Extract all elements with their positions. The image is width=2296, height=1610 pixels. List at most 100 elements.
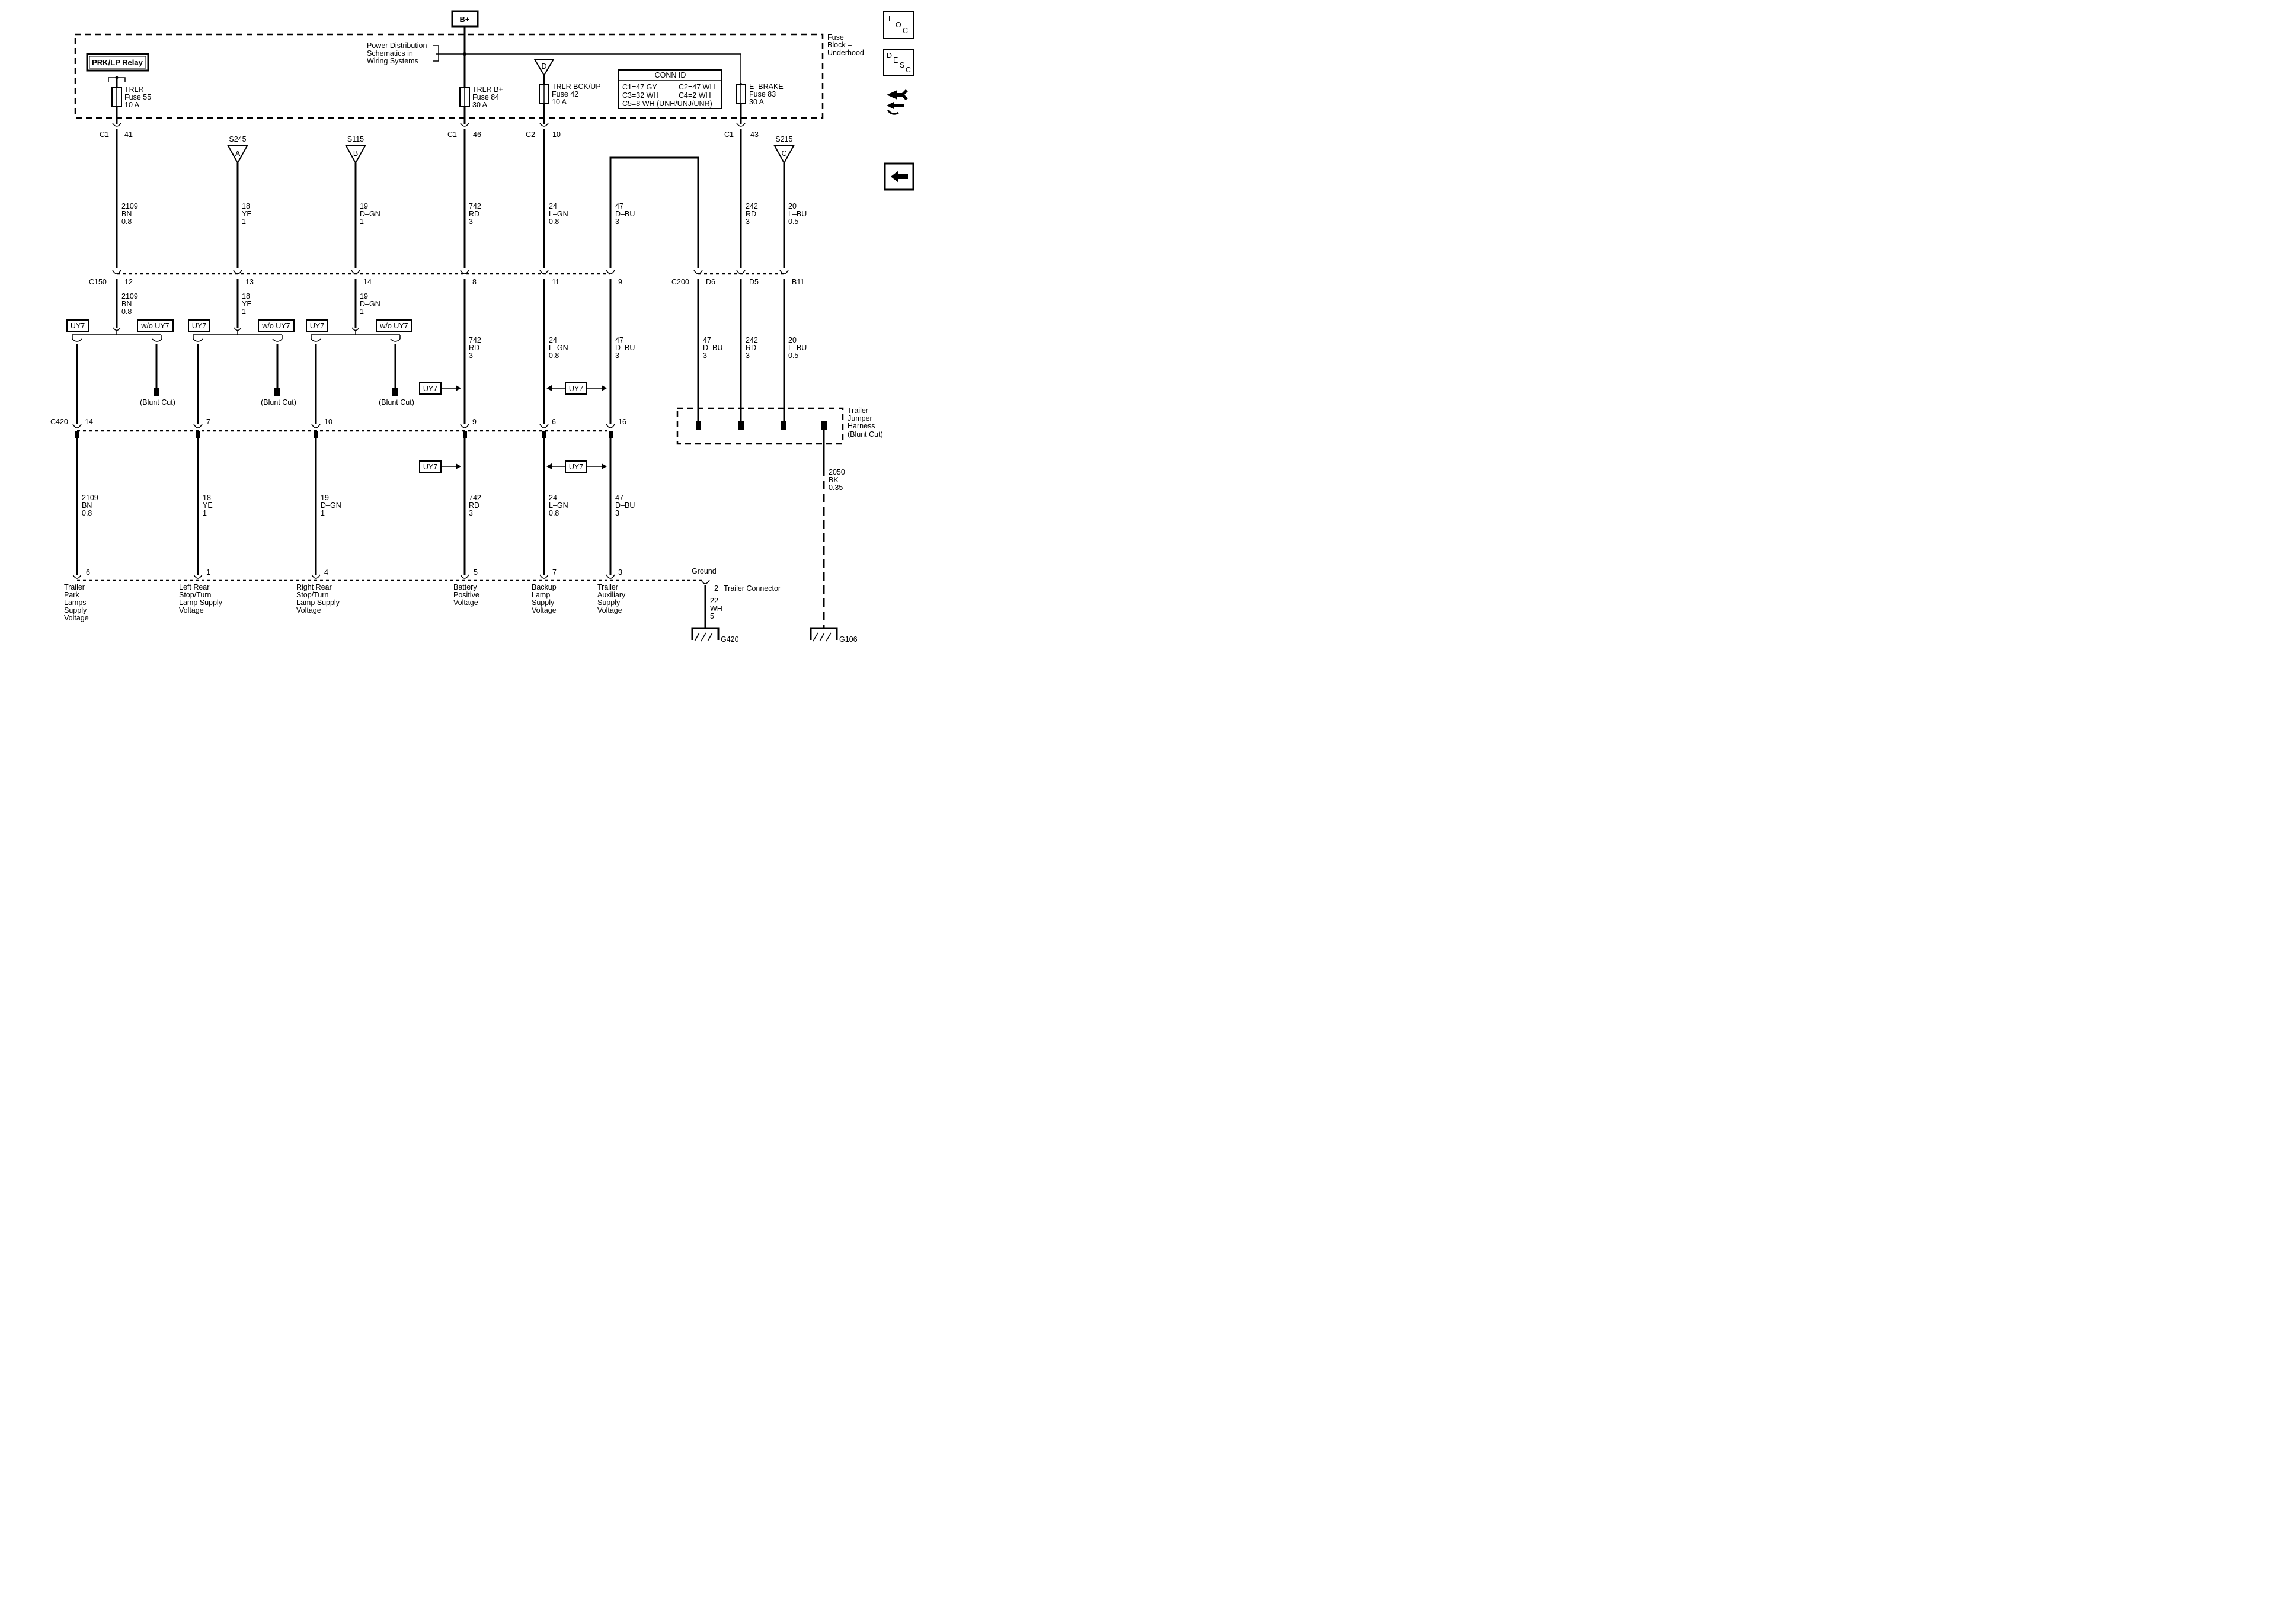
- power-dist-note-1[interactable]: Power Distribution: [367, 41, 427, 50]
- wire-u0-color: BN: [121, 210, 132, 218]
- loc-letter-l: L: [888, 15, 893, 23]
- wire-l0-color: BN: [82, 501, 92, 510]
- c420-name: C420: [50, 418, 68, 426]
- lower-wire-labels: 2109 BN 0.8 18 YE 1 19 D–GN 1 742 RD 3 2…: [82, 494, 635, 517]
- battery-positive-label: B+: [460, 15, 470, 24]
- location-button[interactable]: L O C: [883, 11, 914, 39]
- splice-s215-name: S215: [775, 135, 792, 143]
- wire-l5-size: 3: [615, 509, 619, 517]
- top-conn-2-pin: 10: [552, 130, 561, 139]
- conn-id-title: CONN ID: [655, 71, 686, 79]
- wire-l5-circuit: 47: [615, 494, 623, 502]
- power-dist-note-2[interactable]: Schematics in: [367, 49, 413, 57]
- power-dist-bracket: [433, 45, 439, 62]
- conn-id-r2c0: C5=8 WH (UNH/UNJ/UNR): [622, 100, 712, 108]
- fuse-84: TRLR B+ Fuse 84 30 A: [459, 85, 503, 109]
- wire-u7-circuit: 20: [788, 202, 797, 210]
- blunt-cut-park-icon: [154, 388, 159, 396]
- wo-uy7-tag-left-rear-label: w/o UY7: [261, 322, 290, 330]
- c200-name: C200: [671, 278, 689, 286]
- wire-u7-color: L–BU: [788, 210, 807, 218]
- wire-u1-color: YE: [242, 210, 252, 218]
- fuse-84-id: Fuse 84: [472, 93, 499, 101]
- wire-u4-circuit: 24: [549, 202, 557, 210]
- pin-fn-3-l2: Voltage: [453, 598, 478, 607]
- pin-function-backup: Backup Lamp Supply Voltage: [532, 583, 557, 614]
- c150-pin-9: 9: [618, 278, 622, 286]
- pin-fn-2-l0: Right Rear: [296, 583, 332, 591]
- pin-fn-4-l0: Backup: [532, 583, 557, 591]
- uy7-arrow-backup-lower-label: UY7: [569, 463, 583, 471]
- blunt-cut-park-label: (Blunt Cut): [140, 398, 175, 406]
- wo-uy7-tag-right-rear-label: w/o UY7: [379, 322, 408, 330]
- wire-m4-color: L–GN: [549, 344, 568, 352]
- trailer-jumper-harness: Trailer Jumper Harness (Blunt Cut): [676, 406, 883, 445]
- trailer-pin-5: 5: [474, 568, 478, 577]
- wire-m2-size: 1: [360, 308, 364, 316]
- fuse-42-splice-letter: D: [541, 62, 546, 71]
- wire-m6-circuit: 47: [703, 336, 711, 344]
- c420-connector: C420 14 7 10 9 6 16: [50, 418, 626, 438]
- middle-wires: [116, 279, 785, 424]
- uy7-arrow-battery-upper-label: UY7: [423, 385, 437, 393]
- option-split-right-rear: UY7 w/o UY7 (Blunt Cut): [306, 319, 414, 424]
- c150-pin-8: 8: [472, 278, 477, 286]
- fuse-42-name: TRLR BCK/UP: [552, 82, 601, 91]
- wire-m6-color: D–BU: [703, 344, 722, 352]
- c150-connector: C150 12 13 14 8 11 9: [89, 270, 622, 286]
- pin-fn-1-l2: Lamp Supply: [179, 598, 223, 607]
- splice-s245: S245 A: [227, 135, 248, 165]
- c150-name: C150: [89, 278, 107, 286]
- wire-m3-size: 3: [469, 351, 473, 360]
- loc-letter-o: O: [896, 21, 901, 29]
- top-connector-c1-43: C1 43: [724, 123, 759, 139]
- pin-fn-5-l0: Trailer: [597, 583, 618, 591]
- ground-g106-label: G106: [839, 635, 858, 644]
- wire-m0-size: 0.8: [121, 308, 132, 316]
- upper-wire-labels: 2109 BN 0.8 18 YE 1 19 D–GN 1 742 RD 3 2…: [121, 202, 807, 226]
- back-arrow-button[interactable]: [884, 162, 914, 191]
- wire-u7-size: 0.5: [788, 217, 798, 226]
- description-button[interactable]: D E S C: [883, 49, 914, 76]
- power-distribution-link[interactable]: Power Distribution Schematics in Wiring …: [367, 41, 439, 65]
- c420-pin-16: 16: [618, 418, 626, 426]
- splice-s115: S115 B: [345, 135, 366, 165]
- wire-l3-color: RD: [469, 501, 479, 510]
- pin-fn-1-l1: Stop/Turn: [179, 591, 211, 599]
- pin-fn-2-l1: Stop/Turn: [296, 591, 328, 599]
- blunt-cut-left-rear-label: (Blunt Cut): [261, 398, 296, 406]
- fuse-55: TRLR Fuse 55 10 A: [111, 85, 151, 109]
- top-conn-0-name: C1: [100, 130, 109, 139]
- ground-g420-label: G420: [721, 635, 739, 644]
- jumper-harness-3: Harness: [848, 422, 875, 430]
- uy7-tag-right-rear: [306, 319, 328, 332]
- trailer-ground-label: Ground: [692, 567, 717, 575]
- pin-function-left-rear: Left Rear Stop/Turn Lamp Supply Voltage: [179, 583, 223, 614]
- connector-tools-icon[interactable]: [887, 89, 908, 115]
- uy7-arrow-battery-upper: UY7: [419, 382, 461, 395]
- splice-s215-letter: C: [781, 149, 786, 158]
- g420-wire-circuit: 22: [710, 597, 718, 605]
- pin-fn-5-l1: Auxiliary: [597, 591, 626, 599]
- power-dist-note-3[interactable]: Wiring Systems: [367, 57, 418, 65]
- top-conn-1-name: C1: [447, 130, 457, 139]
- conn-id-r1c0: C3=32 WH: [622, 91, 658, 100]
- fuse-83-name: E–BRAKE: [749, 82, 784, 91]
- fuse-84-amps: 30 A: [472, 101, 488, 109]
- wire-u1-size: 1: [242, 217, 246, 226]
- pin-fn-4-l2: Supply: [532, 598, 555, 607]
- relay-label: PRK/LP Relay: [92, 58, 143, 67]
- pin-fn-0-l3: Supply: [64, 606, 87, 614]
- pin-fn-0-l2: Lamps: [64, 598, 87, 607]
- pin-fn-5-l2: Supply: [597, 598, 621, 607]
- lower-wires: [76, 438, 612, 575]
- ground-g106-icon: G106: [810, 627, 858, 644]
- upper-wires: [116, 129, 785, 268]
- g106-wire-color: BK: [829, 476, 839, 484]
- fuse-42-amps: 10 A: [552, 98, 567, 106]
- pin-fn-1-l0: Left Rear: [179, 583, 209, 591]
- top-conn-3-pin: 43: [750, 130, 759, 139]
- wire-m5-circuit: 47: [615, 336, 623, 344]
- pin-fn-3-l1: Positive: [453, 591, 479, 599]
- fuse-block-title-3: Underhood: [827, 49, 864, 57]
